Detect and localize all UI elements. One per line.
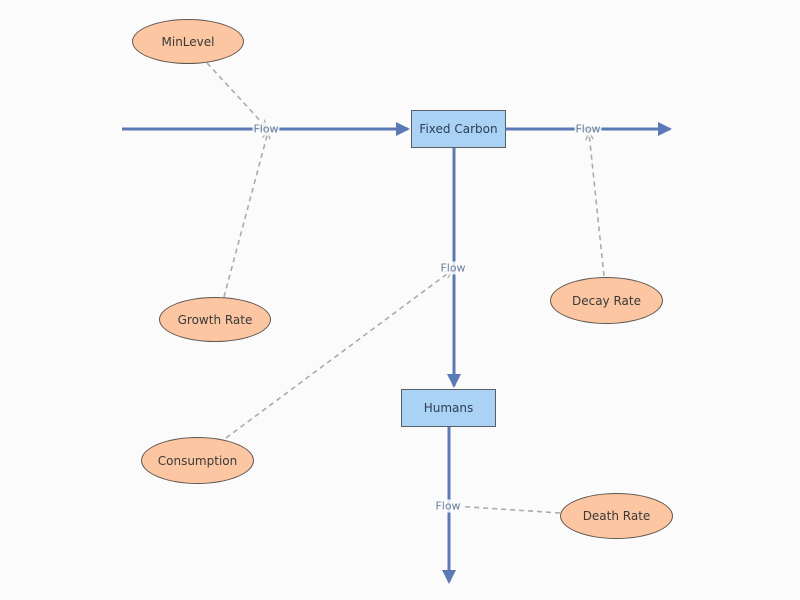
link-consumption-to-consumptionflow[interactable] [225, 271, 451, 439]
variable-death-rate-label: Death Rate [582, 509, 651, 523]
stock-humans[interactable]: Humans [401, 389, 496, 427]
death-flow-label[interactable]: Flow [434, 499, 462, 513]
link-growthrate-to-inflow[interactable] [223, 132, 268, 298]
consumption-flow-label[interactable]: Flow [439, 261, 467, 275]
variable-minlevel-label: MinLevel [161, 34, 215, 49]
variable-consumption-label: Consumption [157, 453, 238, 468]
stock-humans-label: Humans [423, 401, 474, 415]
variable-consumption[interactable]: Consumption [141, 437, 254, 484]
variable-decay-rate[interactable]: Decay Rate [550, 277, 663, 324]
variable-decay-rate-label: Decay Rate [571, 293, 641, 308]
inflow-label[interactable]: Flow [252, 122, 280, 136]
stock-fixed-carbon[interactable]: Fixed Carbon [411, 110, 506, 148]
decay-flow-label[interactable]: Flow [574, 122, 602, 136]
stock-fixed-carbon-label: Fixed Carbon [419, 122, 498, 136]
link-minlevel-to-inflow[interactable] [206, 62, 266, 127]
variable-minlevel[interactable]: MinLevel [132, 19, 244, 64]
variable-death-rate[interactable]: Death Rate [560, 493, 673, 539]
link-decayrate-to-decayflow[interactable] [589, 133, 605, 277]
variable-growth-rate-label: Growth Rate [177, 312, 253, 327]
variable-growth-rate[interactable]: Growth Rate [159, 297, 271, 342]
link-deathrate-to-deathflow[interactable] [454, 506, 561, 514]
